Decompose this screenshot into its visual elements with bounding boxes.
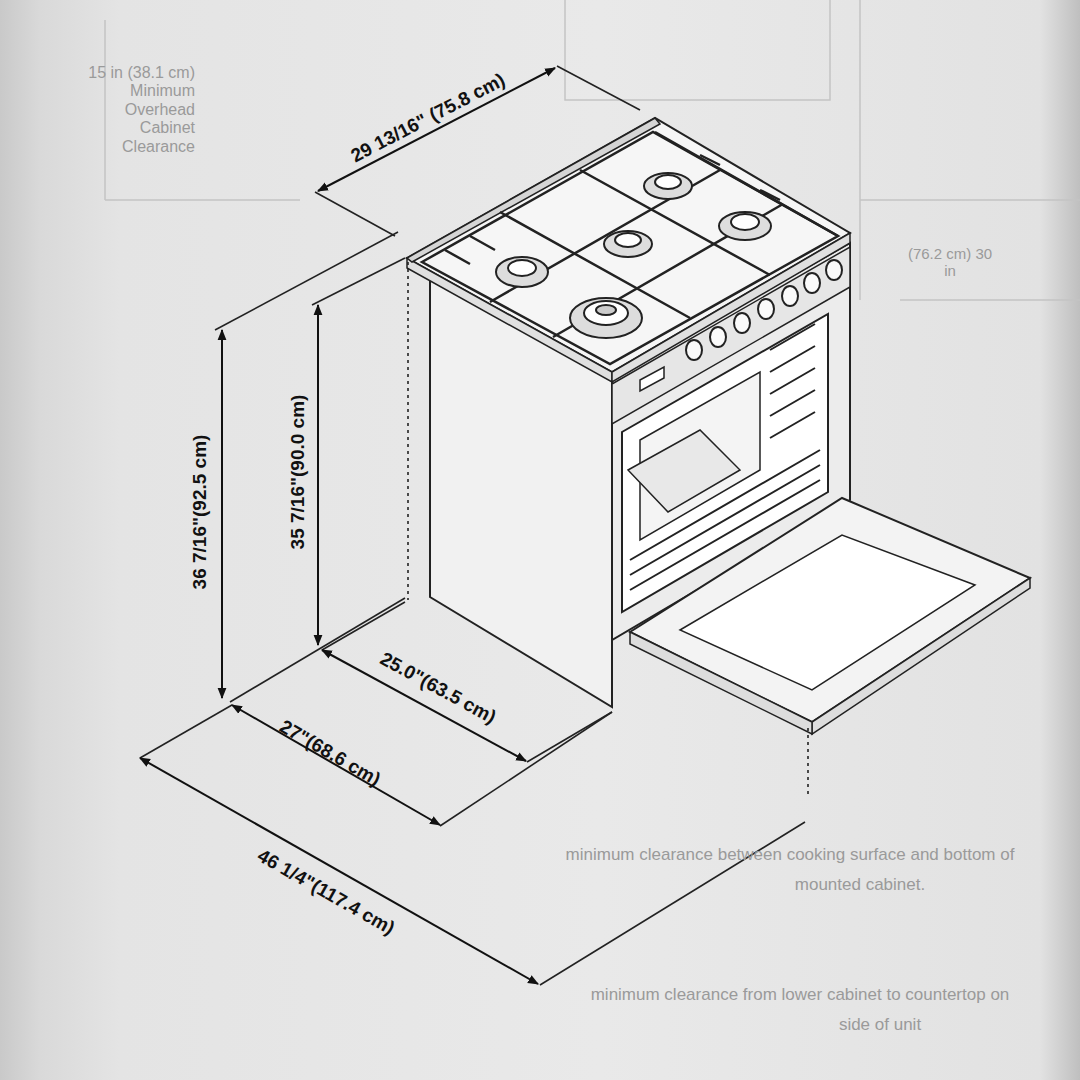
faint-note: minimum clearance between cooking surfac… — [566, 845, 1015, 865]
dimension-arrows — [140, 68, 555, 984]
dimension-label: 27"(68.6 cm) — [276, 715, 384, 790]
door-window — [680, 535, 975, 690]
door-edge — [630, 632, 812, 734]
oven-pan — [628, 430, 740, 512]
cooktop — [407, 118, 850, 372]
backguard — [407, 118, 660, 262]
display — [640, 367, 664, 391]
faint-note: minimum clearance from lower cabinet to … — [591, 985, 1010, 1005]
oven-door — [630, 498, 1030, 722]
faint-note: side of unit — [839, 1015, 921, 1035]
dimension-label: 36 7/16"(92.5 cm) — [189, 435, 211, 590]
dimension-label: 25.0"(63.5 cm) — [376, 648, 499, 728]
dimension-label: 29 13/16" (75.8 cm) — [347, 69, 508, 167]
dimension-label: 35 7/16"(90.0 cm) — [287, 395, 309, 550]
faint-note: mounted cabinet. — [795, 875, 925, 895]
door-edge — [812, 578, 1030, 734]
faint-note: (76.2 cm) 30 in — [905, 245, 995, 280]
faint-note: 15 in (38.1 cm) Minimum Overhead Cabinet… — [75, 64, 195, 156]
burners — [496, 173, 771, 338]
